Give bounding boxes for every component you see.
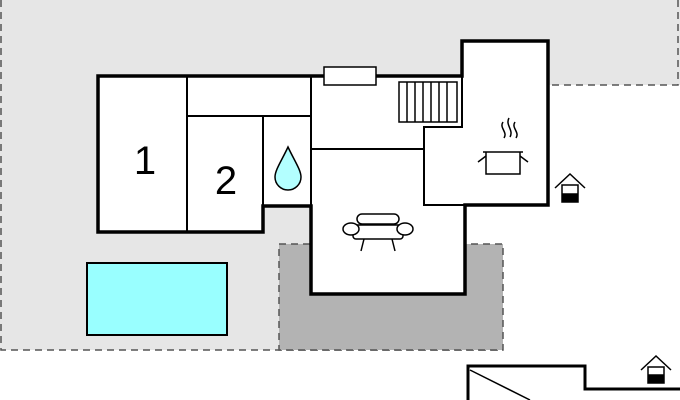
- water-drop-icon: [274, 145, 302, 191]
- room-1-label: 1: [134, 139, 156, 183]
- neighbour-roof-line: [469, 369, 531, 400]
- pool: [86, 262, 228, 336]
- cooking-pot-icon: [477, 117, 529, 175]
- interior-walls: [186, 76, 465, 232]
- house-entrance-icon-2: [640, 354, 672, 384]
- window-icon: [323, 66, 377, 86]
- house-entrance-icon: [554, 172, 586, 203]
- stairs-icon: [398, 81, 458, 123]
- neighbour-building: [466, 364, 680, 400]
- sofa-icon: [342, 213, 414, 252]
- room-2-label: 2: [215, 159, 237, 203]
